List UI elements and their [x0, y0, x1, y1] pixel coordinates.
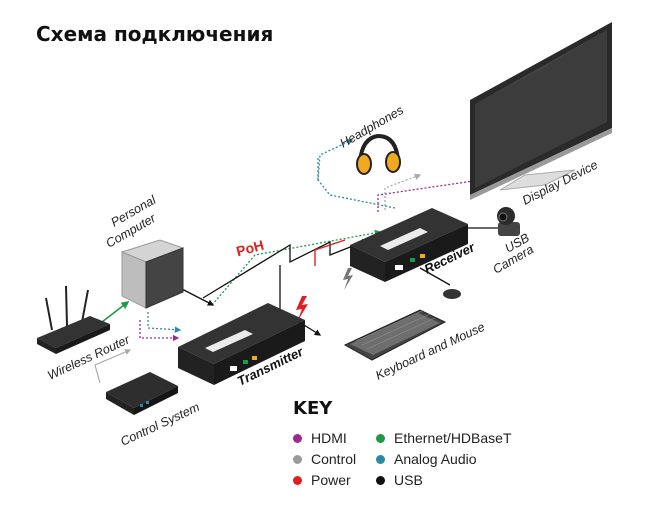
- control-cable-display: [384, 173, 422, 210]
- poh-badge: PoH: [234, 237, 265, 260]
- hdmi-cable-display: [377, 177, 482, 212]
- key-item-usb: USB: [376, 472, 423, 488]
- key-label-ethernet: Ethernet/HDBaseT: [394, 430, 512, 446]
- key-item-hdmi: HDMI: [293, 430, 347, 446]
- usb-cable-loop: [202, 238, 370, 299]
- display-device: Display Device: [470, 22, 612, 208]
- key-title: KEY: [293, 398, 333, 419]
- usb-camera: USB Camera: [491, 207, 536, 277]
- key-item-control: Control: [293, 451, 356, 467]
- hdmi-cable-pc: [139, 320, 180, 342]
- receiver-device: Receiver: [350, 208, 478, 282]
- hdmi-dot-icon: [293, 433, 302, 443]
- control-cable: [94, 349, 132, 384]
- control-system: Control System: [106, 372, 202, 449]
- cables: [71, 139, 505, 384]
- headphones-label: Headphones: [338, 103, 406, 151]
- audio-cable-headphones: [317, 139, 396, 209]
- ethernet-dot-icon: [376, 433, 385, 443]
- key-item-power: Power: [293, 472, 351, 488]
- key-label-power: Power: [311, 472, 351, 488]
- keyboard-and-mouse: Keyboard and Mouse: [343, 289, 487, 383]
- hdbaset-cable: [211, 229, 382, 306]
- usb-cable-mouse: [419, 267, 451, 286]
- page-title: Схема подключения: [36, 22, 274, 46]
- key-label-hdmi: HDMI: [311, 430, 347, 446]
- transmitter-device: Transmitter: [178, 303, 306, 389]
- wireless-router: Wireless Router: [37, 285, 133, 383]
- usb-dot-icon: [376, 475, 385, 485]
- poh-label: PoH: [234, 237, 265, 260]
- key-label-control: Control: [311, 451, 357, 467]
- power-bolt-icon: [296, 296, 308, 322]
- key-item-analog-audio: Analog Audio: [376, 451, 477, 467]
- control-dot-icon: [293, 454, 302, 464]
- power-bolt-icon-receiver: [343, 268, 353, 290]
- analog-audio-dot-icon: [376, 454, 385, 464]
- personal-computer: Personal Computer: [104, 192, 185, 309]
- headphones-icon: Headphones: [338, 103, 406, 175]
- power-cable: [314, 239, 346, 266]
- key-item-ethernet: Ethernet/HDBaseT: [376, 430, 512, 446]
- key-label-usb: USB: [394, 472, 423, 488]
- audio-cable-pc: [147, 312, 182, 333]
- usb-cable-pc: [179, 287, 215, 306]
- key-label-analog-audio: Analog Audio: [394, 451, 477, 467]
- power-dot-icon: [293, 475, 302, 485]
